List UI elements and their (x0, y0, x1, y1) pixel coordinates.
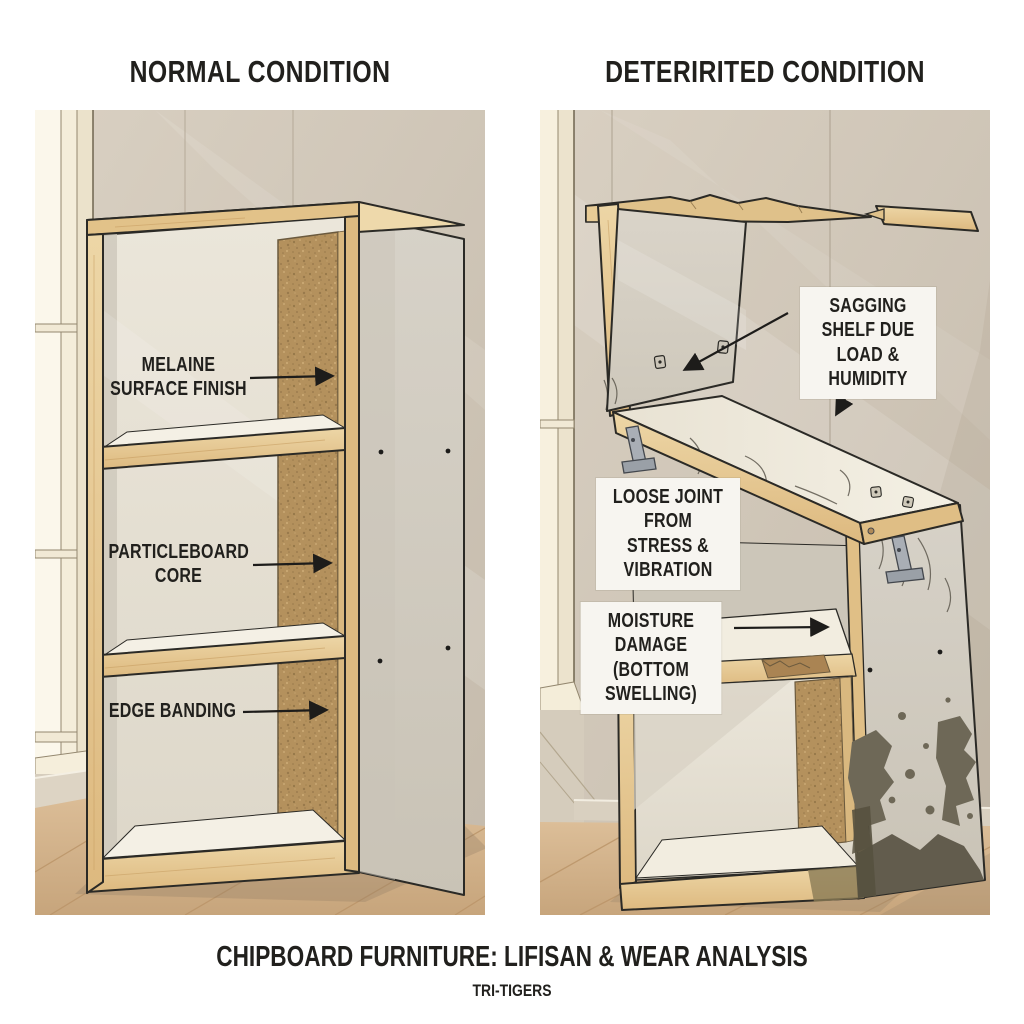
mold-stains (848, 697, 984, 898)
right-panel-title: DETERIRITED CONDITION (605, 54, 925, 89)
side-panel (358, 215, 465, 896)
right-stile (344, 215, 360, 873)
loose-joint-hardware (621, 425, 925, 584)
tilted-back-panel (606, 208, 747, 412)
particleboard-strip (277, 231, 339, 875)
label-particleboard-core: PARTICLEBOARD CORE (108, 541, 250, 588)
caption: CHIPBOARD FURNITURE: LIFISAN & WEAR ANAL… (216, 941, 808, 973)
label-moisture-damage: MOISTURE DAMAGE (BOTTOM SWELLING) (580, 602, 722, 714)
cam-lock-fitting (870, 486, 882, 498)
edge-banding-arrow (242, 700, 329, 721)
bookshelf-normal (86, 201, 465, 896)
lower-cabinet (617, 608, 865, 911)
pointer-arrows (242, 366, 335, 721)
deteriorated-condition-panel: SAGGING SHELF DUE LOAD & HUMIDITY LOOSE … (540, 110, 990, 915)
label-melamine-surface-finish: MELAINE SURFACE FINISH (110, 354, 247, 401)
left-stile (86, 233, 104, 894)
cam-lock-fitting (653, 355, 667, 369)
edge-banding-strip (337, 230, 346, 867)
label-sagging-shelf: SAGGING SHELF DUE LOAD & HUMIDITY (800, 287, 936, 399)
credit: TRI-TIGERS (472, 981, 552, 1000)
melamine-arrow (249, 366, 335, 387)
window (540, 110, 599, 828)
shelf-pin-holes (377, 448, 451, 664)
left-panel-title: NORMAL CONDITION (129, 54, 391, 89)
sagging-arrow-left (682, 312, 789, 371)
normal-condition-illustration (35, 110, 485, 915)
label-edge-banding: EDGE BANDING (108, 700, 237, 722)
cam-lock-fitting (901, 495, 915, 509)
moisture-arrow (733, 617, 830, 638)
label-loose-joint: LOOSE JOINT FROM STRESS & VIBRATION (596, 478, 740, 590)
particleboard-strip (794, 677, 847, 848)
normal-condition-panel: MELAINE SURFACE FINISH PARTICLEBOARD COR… (35, 110, 485, 915)
particleboard-arrow (252, 553, 333, 574)
front-frame (86, 215, 360, 894)
